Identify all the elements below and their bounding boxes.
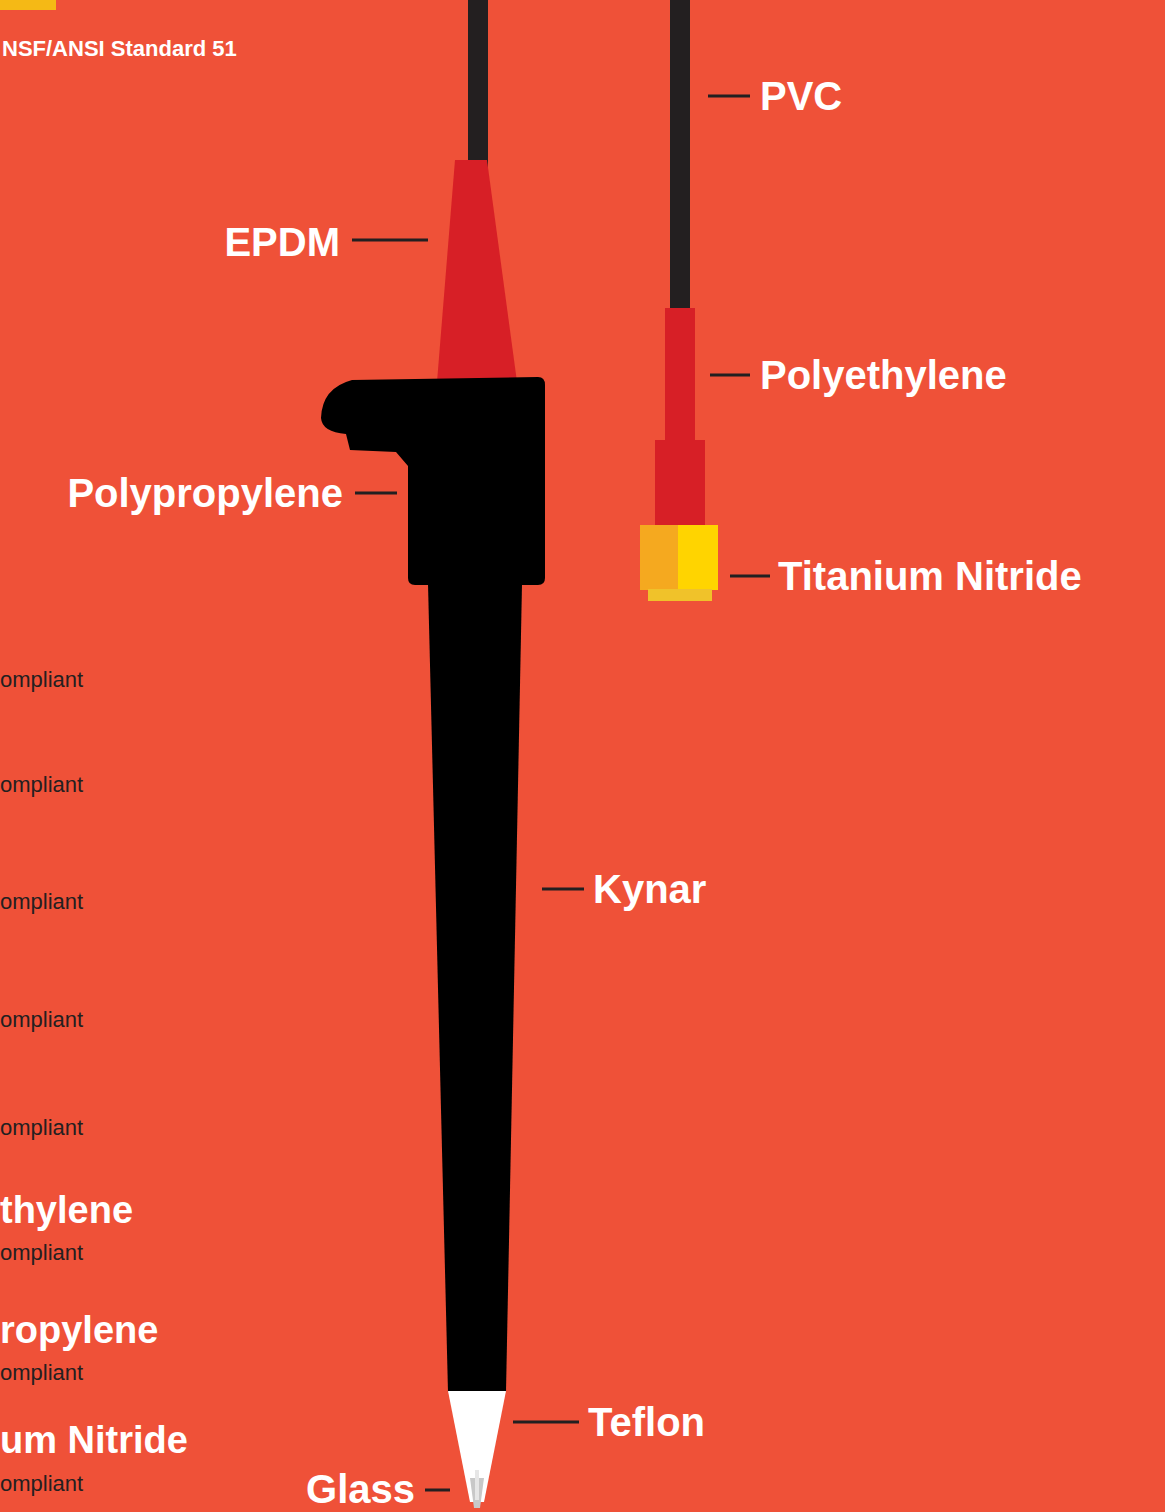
leader-lines — [352, 96, 770, 1490]
probe-cable — [468, 0, 488, 170]
teflon-tip — [448, 1391, 506, 1502]
polyethylene-sleeve — [655, 440, 705, 528]
compliance-note: ompliant — [0, 669, 83, 691]
compliance-note: ompliant — [0, 1009, 83, 1031]
titanium-nitride-tip — [648, 589, 712, 601]
polypropylene-cap — [321, 377, 545, 585]
part-name: Kynar — [593, 869, 706, 909]
titanium-nitride-tip — [678, 525, 718, 590]
polyethylene-sleeve — [665, 308, 695, 444]
compliance-note: ompliant — [0, 1117, 83, 1139]
part-name: Glass — [306, 1469, 415, 1509]
part-name: Teflon — [588, 1402, 705, 1442]
compliance-note: ompliant — [0, 774, 83, 796]
compliance-note: ompliant — [0, 891, 83, 913]
compliance-note: ompliant — [0, 1362, 83, 1384]
epdm-boot — [437, 160, 517, 382]
material-name: um Nitride — [0, 1421, 188, 1459]
compliance-note: ompliant — [0, 1473, 83, 1495]
material-name: ropylene — [0, 1311, 158, 1349]
kynar-body — [428, 584, 522, 1392]
part-name: Polypropylene — [67, 473, 343, 513]
part-name: PVC — [760, 76, 842, 116]
probe-cable — [670, 0, 690, 312]
titanium-nitride-tip — [640, 525, 680, 590]
glass-bulb — [475, 1470, 479, 1500]
badge-bar — [0, 0, 56, 10]
part-name: EPDM — [224, 222, 340, 262]
standard-heading: NSF/ANSI Standard 51 — [2, 38, 237, 60]
part-name: Titanium Nitride — [778, 556, 1082, 596]
compliance-note: ompliant — [0, 1242, 83, 1264]
material-name: thylene — [0, 1191, 133, 1229]
part-name: Polyethylene — [760, 355, 1007, 395]
